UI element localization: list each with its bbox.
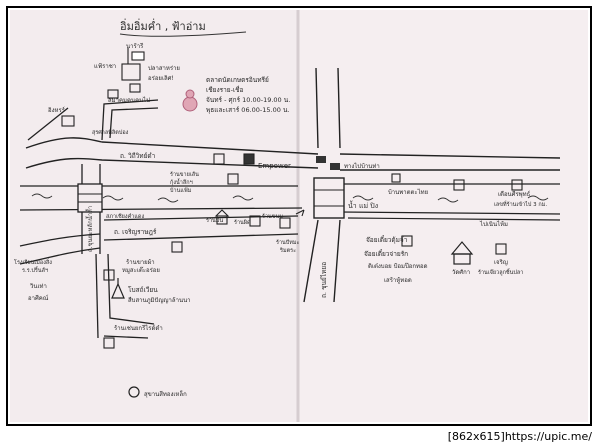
traffic-light-icon bbox=[316, 156, 326, 163]
label-food-stand-c: ติเต๋งบอย ป้อมป๊อกทอด bbox=[368, 263, 428, 270]
market-icon bbox=[121, 48, 145, 81]
top-left-diagonal bbox=[27, 107, 69, 141]
label-wat: วัดศักา bbox=[452, 269, 470, 276]
temple-icon bbox=[111, 278, 125, 299]
river-right-bank-bottom bbox=[339, 211, 561, 215]
map-title: อิ่มอิ่มค่ำ , ฟ้าอ่าม bbox=[120, 18, 206, 33]
market-info-subname: เชียงราย-เชื่อ bbox=[206, 85, 244, 94]
river-waves-right bbox=[352, 195, 549, 203]
left-bridge bbox=[77, 183, 103, 213]
label-bottom-station: สุขานสีทองเหล็ก bbox=[144, 389, 187, 398]
arrow-icon bbox=[295, 209, 305, 217]
label-left-sign-sub: อาศีคณ์ bbox=[28, 294, 49, 302]
label-temple: โบสถ์เวียน bbox=[128, 286, 158, 294]
label-school-left: โรงเรียนเมืองสิ่ง bbox=[14, 258, 52, 266]
label-right-bottom-sub: ร้านเจ๊ยวลูกชิ้นปลา bbox=[478, 268, 523, 276]
left-shop-icon bbox=[61, 115, 75, 127]
label-bridge-road: ทางไปบ้านท่า bbox=[344, 162, 380, 170]
right-page bbox=[298, 10, 588, 422]
label-left-shop: อิงหรร์ bbox=[48, 106, 66, 114]
label-right-bottom: เจริญ bbox=[494, 259, 508, 266]
lower-road-left-curve2 bbox=[19, 247, 101, 265]
lower-road-bottom bbox=[103, 233, 299, 241]
station-icon bbox=[128, 386, 140, 398]
upper-left-curve-b bbox=[109, 107, 159, 139]
shop-icon bbox=[107, 83, 141, 99]
flower-icon bbox=[182, 89, 198, 112]
label-hotel: สุรศาลพิลิตปอง bbox=[92, 129, 129, 136]
label-bakery-sub: ริมตระ bbox=[279, 247, 296, 254]
label-to-village: บ้านพาตตะไทย bbox=[388, 188, 428, 196]
label-left-sign: วินเท่า bbox=[29, 283, 46, 290]
label-food-stand-b: จ๊อยเตี๋ยวจ่ายรัก bbox=[364, 249, 408, 258]
market-info-weekday: จันทร์ - ศุกร์ 10.00-19.00 น. bbox=[206, 96, 290, 104]
label-vertical-road-right: ถ. ชุนย์ไหยอ bbox=[320, 262, 328, 298]
label-school-left-sub: ร.ร.ปริ้นส์ฯ bbox=[22, 266, 48, 274]
label-chinese-temple: สภาเชียงคำแดง bbox=[106, 213, 144, 220]
label-top-left-b: นาร้ารี bbox=[126, 42, 144, 50]
hand-drawn-map: อิ่มอิ่มค่ำ , ฟ้าอ่าม bbox=[10, 10, 588, 422]
label-right-market: เตือนศีรพุทธ์ bbox=[498, 190, 531, 198]
label-temple-sub: สืบสานภูมิปัญญาล้านนา bbox=[128, 296, 191, 304]
label-crafts: กุ้งน้ำลึกฯ bbox=[170, 178, 193, 186]
title-underline bbox=[119, 31, 247, 37]
shop-row-icon bbox=[103, 173, 523, 349]
label-shop-row-b: ร้านผิด bbox=[234, 219, 251, 226]
label-home: บ้านแฟ้ม bbox=[170, 187, 192, 194]
label-shop-row-c: ร้านขนม bbox=[262, 213, 283, 220]
label-bakery: ร้านปัทมะ bbox=[276, 239, 300, 246]
label-food-stand-a: จ๊อยเตี๋ยวตุ้มจ้า bbox=[366, 235, 408, 244]
house-icon bbox=[214, 209, 230, 225]
label-cafe: ปลาสาหร่าย bbox=[148, 65, 180, 72]
upper-road-right-top bbox=[339, 153, 561, 159]
image-caption: [862x615]https://upic.me/ bbox=[447, 430, 592, 443]
label-vertical-road-left: ถ.ชุนยะหลักน้ำล้ำ bbox=[84, 206, 94, 252]
river-waves-left bbox=[31, 193, 254, 203]
label-noodle: ร้านขายผ้า bbox=[126, 259, 155, 266]
label-gate: สมาคมคนคนไป bbox=[108, 96, 150, 104]
label-food-stand-d: เสร้าหู้ทอด bbox=[384, 277, 412, 284]
right-vertical-road-right bbox=[333, 67, 341, 303]
label-fresh-market: ร้านขายเส้น bbox=[170, 171, 199, 178]
bottom-road-left bbox=[95, 253, 99, 339]
right-lower-road bbox=[347, 217, 561, 221]
bottom-road-lower bbox=[103, 335, 149, 339]
label-craft-shop: ร้านเช่นยกรีไรด์ดำ bbox=[114, 324, 163, 332]
right-bridge bbox=[313, 177, 345, 219]
traffic-light-icon bbox=[330, 163, 340, 170]
label-right-upper: ไปเนินไห้ม bbox=[479, 220, 508, 228]
market-info-weekend: พุธและเสาร์ 06.00-15.00 น. bbox=[206, 106, 289, 114]
lower-road-top bbox=[103, 215, 299, 221]
upper-left-curve-a bbox=[101, 99, 159, 141]
river-left-bank-bottom bbox=[19, 207, 303, 211]
label-road-upper: ถ. วิถีวิทย์ดำ bbox=[120, 152, 156, 160]
right-vertical-road-left bbox=[303, 67, 319, 303]
label-top-left-a: แฟ้ราชา bbox=[94, 63, 116, 70]
label-road-lower: ถ. เจริญราษฎร์ bbox=[114, 228, 157, 236]
label-river: น้ำ แม่ ปิง bbox=[348, 199, 378, 210]
market-info-name: ตลาดนัดเกษตรอินทรีย์ bbox=[206, 76, 269, 84]
upper-road-bottom bbox=[25, 157, 319, 169]
upper-road-top bbox=[25, 137, 319, 155]
wat-icon bbox=[450, 241, 474, 265]
photo-frame: อิ่มอิ่มค่ำ , ฟ้าอ่าม bbox=[6, 6, 592, 426]
label-cafe2: อร่อยเลิศ! bbox=[148, 75, 174, 82]
empower-building-icon bbox=[213, 153, 255, 165]
label-noodle-sub: หมูสะเต๊ะอร่อย bbox=[122, 267, 160, 274]
label-empower: Empower bbox=[258, 162, 291, 170]
lower-road-left-curve bbox=[19, 233, 101, 247]
label-shop-row-a: ร้านมิน bbox=[206, 217, 223, 224]
bottom-road-right bbox=[107, 253, 155, 325]
label-right-market-sub: เลขที่ร้านเข้าไป 3 กม. bbox=[494, 200, 547, 208]
